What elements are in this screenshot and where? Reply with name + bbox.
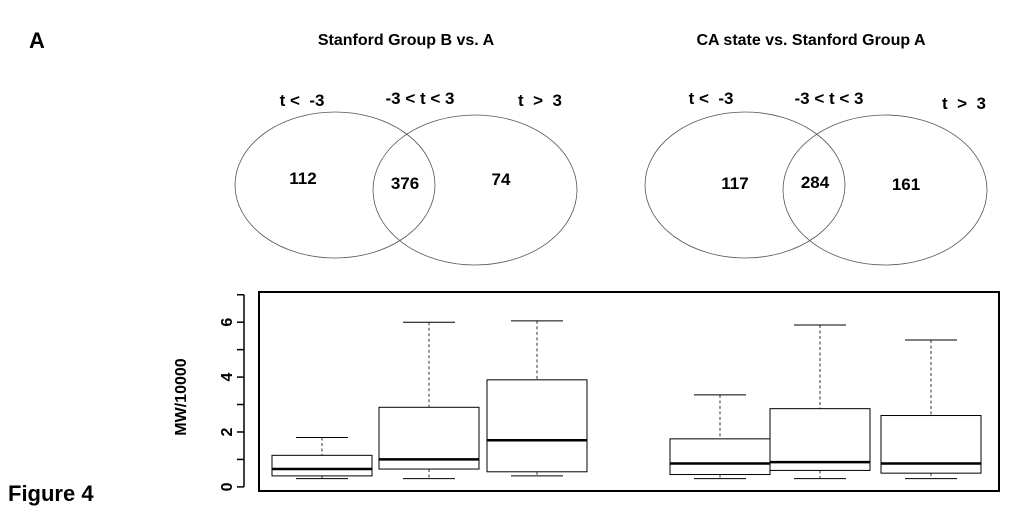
box-6 bbox=[880, 339, 982, 480]
venn-1-left-circle bbox=[234, 111, 436, 259]
venn-2-label-mid: -3 < t < 3 bbox=[795, 89, 864, 108]
y-tick-label: 4 bbox=[219, 373, 236, 382]
venn-2-right-count: 161 bbox=[892, 175, 920, 194]
venn-1: t < -3 -3 < t < 3 t > 3 112 376 74 bbox=[234, 89, 578, 266]
iqr-box bbox=[486, 379, 588, 473]
venn-2-label-right: t > 3 bbox=[942, 94, 986, 113]
venn-2-left-count: 117 bbox=[721, 174, 748, 193]
venn-1-right-count: 74 bbox=[492, 170, 511, 189]
venn-2-right-circle bbox=[782, 114, 988, 266]
box-4 bbox=[669, 394, 771, 480]
box-1 bbox=[271, 436, 373, 480]
venn-1-left-count: 112 bbox=[289, 169, 316, 188]
venn-1-overlap-count: 376 bbox=[391, 174, 419, 193]
venn-1-label-mid: -3 < t < 3 bbox=[386, 89, 455, 108]
y-tick-label: 0 bbox=[219, 482, 236, 491]
iqr-box bbox=[769, 408, 871, 471]
venn-2-title: CA state vs. Stanford Group A bbox=[696, 32, 926, 49]
y-axis: 0 2 4 6 bbox=[219, 293, 245, 491]
venn-2-overlap-count: 284 bbox=[801, 173, 830, 192]
box-5 bbox=[769, 324, 871, 480]
venn-diagrams: t < -3 -3 < t < 3 t > 3 112 376 74 t < -… bbox=[234, 89, 988, 266]
y-tick-label: 2 bbox=[219, 427, 236, 436]
panel-label: A bbox=[29, 28, 45, 53]
iqr-box bbox=[271, 454, 373, 477]
venn-1-title: Stanford Group B vs. A bbox=[317, 32, 495, 49]
y-tick-label: 6 bbox=[219, 318, 236, 327]
venn-2: t < -3 -3 < t < 3 t > 3 117 284 161 bbox=[644, 89, 988, 266]
box-3 bbox=[486, 320, 588, 477]
venn-1-right-circle bbox=[372, 114, 578, 266]
venn-1-label-right: t > 3 bbox=[518, 91, 562, 110]
figure-label: Figure 4 bbox=[8, 481, 94, 506]
box-2 bbox=[378, 321, 480, 480]
boxes bbox=[271, 320, 982, 480]
y-axis-label: MW/10000 bbox=[173, 358, 190, 435]
venn-1-label-left: t < -3 bbox=[280, 91, 325, 110]
venn-2-left-circle bbox=[644, 111, 846, 259]
venn-2-label-left: t < -3 bbox=[689, 89, 734, 108]
plot-frame bbox=[258, 291, 1000, 492]
iqr-box bbox=[669, 438, 771, 476]
